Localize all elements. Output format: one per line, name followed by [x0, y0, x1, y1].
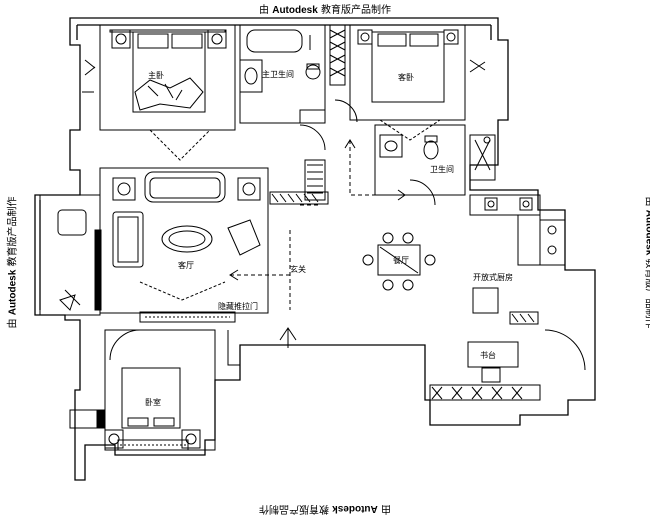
room-label-master-bath: 主卫生间 — [262, 69, 294, 79]
room-label-hidden-door: 隐藏推拉门 — [218, 301, 258, 311]
open-kitchen: 开放式厨房 — [469, 194, 566, 325]
exterior-walls — [34, 17, 596, 481]
watermark-top: 由 Autodesk 教育版产品制作 — [259, 5, 391, 16]
study-area: 书台 — [429, 329, 586, 401]
room-label-dining-room: 餐厅 — [393, 256, 409, 265]
flow-arrows — [230, 140, 405, 310]
bathroom: 卫生间 — [374, 124, 496, 206]
room-label-entrance: 玄关 — [290, 264, 306, 274]
room-label-master-bedroom: 主卧 — [148, 70, 164, 80]
guest-bedroom: 客卧 — [349, 24, 486, 141]
bedroom: 卧室 — [69, 329, 216, 451]
room-label-open-kitchen: 开放式厨房 — [473, 272, 513, 282]
entrance-cabinet: 玄关 — [269, 159, 329, 274]
master-bath: 主卫生间 — [239, 24, 326, 124]
master-bedroom: 主卧 — [82, 24, 236, 161]
door-swings — [227, 99, 358, 366]
room-label-bathroom: 卫生间 — [430, 164, 454, 174]
wardrobe-strips — [329, 24, 346, 86]
room-label-table: 书台 — [480, 350, 496, 360]
living-room: 客厅 隐藏推拉门 — [99, 167, 269, 323]
room-label-living-room: 客厅 — [178, 260, 194, 270]
dining-room: 餐厅 — [362, 232, 436, 291]
arrow-heads — [229, 139, 406, 348]
room-label-bedroom: 卧室 — [145, 397, 161, 407]
room-label-guest-bedroom: 客卧 — [398, 72, 414, 82]
balcony — [39, 194, 102, 316]
